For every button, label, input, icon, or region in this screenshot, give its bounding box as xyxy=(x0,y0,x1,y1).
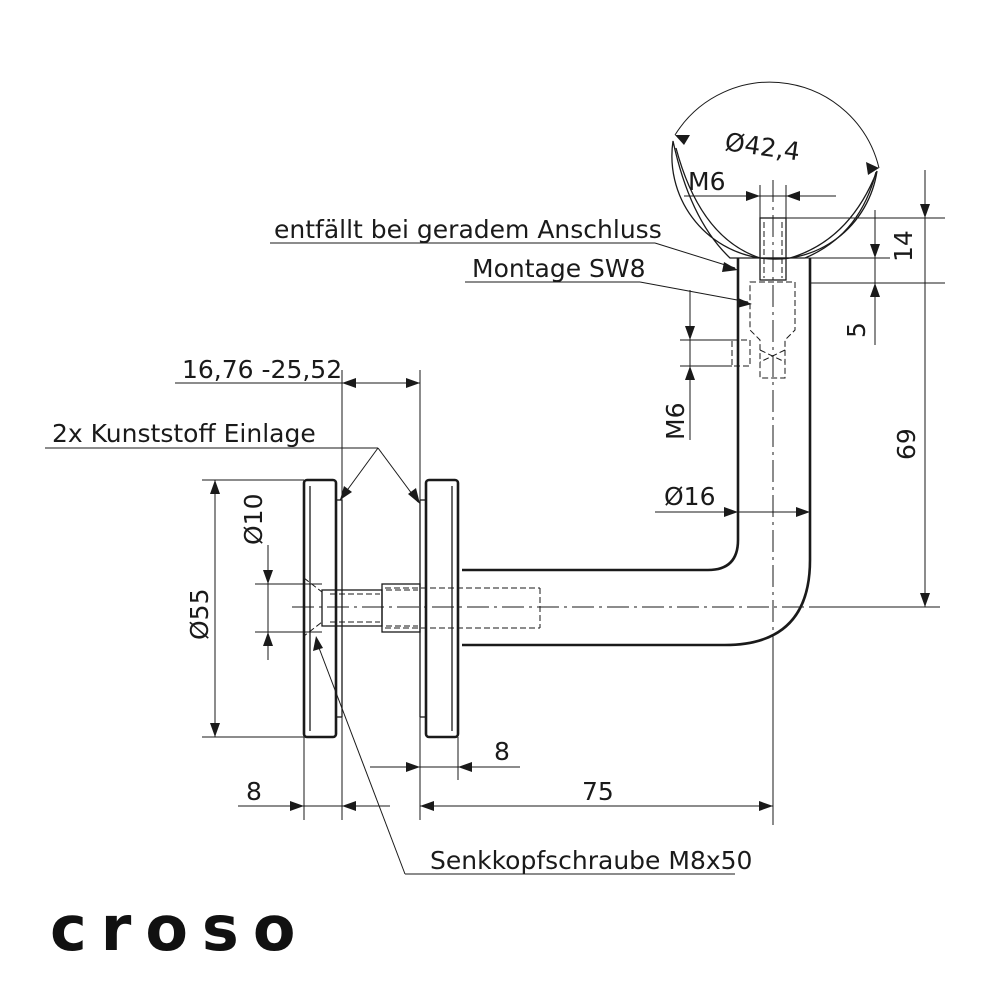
label-dim-75: 75 xyxy=(582,777,614,806)
croso-logo: croso xyxy=(50,892,309,965)
label-dim-8-left: 8 xyxy=(246,777,262,806)
left-flange-disc xyxy=(302,478,338,739)
threaded-bushing xyxy=(381,583,421,633)
arrow-10-top xyxy=(263,570,273,584)
arrow-8l-b xyxy=(342,801,356,811)
label-screw: Senkkopfschraube M8x50 xyxy=(430,846,752,875)
label-kunststoff: 2x Kunststoff Einlage xyxy=(52,419,316,448)
arrow-screw xyxy=(313,636,323,651)
arrow-m6-top-l xyxy=(746,191,760,201)
hidden-grub-screw xyxy=(731,339,751,367)
label-dia-42-4: Ø42,4 xyxy=(723,127,802,166)
tube-inner-bend xyxy=(462,539,740,572)
arrow-m6-top-r xyxy=(786,191,800,201)
arrow-16-right xyxy=(796,507,810,517)
arrow-m6-side-top xyxy=(685,326,695,340)
arrow-5 xyxy=(870,283,880,297)
arrow-42-right xyxy=(866,162,879,175)
arrow-69-top xyxy=(920,204,930,218)
arrow-entfaellt xyxy=(722,262,738,272)
arrow-montage xyxy=(737,298,752,308)
hidden-socket-top xyxy=(749,281,796,379)
arrow-m6-side-bottom xyxy=(685,366,695,380)
arrow-75-l xyxy=(420,801,434,811)
label-entfaellt: entfällt bei geradem Anschluss xyxy=(274,215,662,244)
arrow-75-r xyxy=(759,801,773,811)
arrow-10-bottom xyxy=(263,632,273,646)
label-dim-14: 14 xyxy=(889,230,918,262)
label-dim-69: 69 xyxy=(892,428,921,460)
arrow-14 xyxy=(870,244,880,258)
handrail-arc-bottom xyxy=(675,147,877,259)
leader-entfaellt xyxy=(654,242,736,269)
arrow-55-bottom xyxy=(210,723,220,737)
label-dim-8-right: 8 xyxy=(494,737,510,766)
screw-shank xyxy=(321,589,383,627)
arrow-69-bottom xyxy=(920,593,930,607)
label-m6-top: M6 xyxy=(688,167,725,196)
handrail-profile-arc xyxy=(671,140,878,260)
label-dia-55: Ø55 xyxy=(185,589,214,641)
label-m6-side: M6 xyxy=(661,403,690,440)
leader-montage xyxy=(639,281,749,303)
arrow-16-left xyxy=(724,507,738,517)
arrow-kunststoff-l xyxy=(340,486,352,500)
right-flange-disc xyxy=(424,478,460,739)
dim-arc-42-4 xyxy=(674,81,880,169)
arrow-8r-b xyxy=(458,762,472,772)
label-range: 16,76 -25,52 xyxy=(182,355,342,384)
tube-outer-bend xyxy=(462,559,812,647)
leader-screw xyxy=(315,639,406,875)
label-dia-16: Ø16 xyxy=(664,482,716,511)
label-montage: Montage SW8 xyxy=(472,254,646,283)
arrow-55-top xyxy=(210,480,220,494)
arrow-42-left xyxy=(675,135,690,145)
label-dia-10: Ø10 xyxy=(239,494,268,546)
label-dim-5: 5 xyxy=(842,322,871,338)
arrow-range-l xyxy=(342,378,356,388)
arrow-8l-a xyxy=(290,801,304,811)
arrow-range-r xyxy=(406,378,420,388)
arrow-8r-a xyxy=(406,762,420,772)
arrow-kunststoff-r xyxy=(408,488,420,504)
